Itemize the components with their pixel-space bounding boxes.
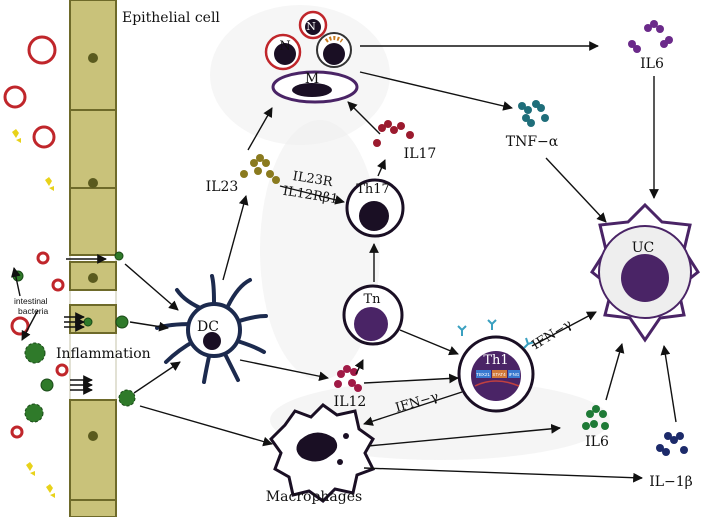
epithelial-nucleus: [88, 53, 98, 63]
il23-label: IL23: [206, 179, 239, 195]
il23-molecules: [240, 154, 280, 184]
uc-label: UC: [632, 240, 655, 256]
macrophage-cell: [269, 403, 376, 503]
tn-label: Tn: [363, 292, 381, 307]
m-label: M: [305, 71, 319, 87]
il17-molecules: [373, 120, 414, 147]
inflammation-label: Inflammation: [56, 346, 151, 362]
translocation-arrows: [11, 254, 107, 395]
epithelial-nucleus: [88, 431, 98, 441]
th17-cell: [345, 178, 405, 238]
th17-label: Th17: [356, 182, 390, 197]
epithelial-nucleus: [88, 273, 98, 283]
il17-label: IL17: [404, 146, 437, 162]
il1b-label: IL−1β: [649, 474, 693, 490]
epithelial-cell-label: Epithelial cell: [122, 10, 220, 26]
uc-cell: [590, 202, 700, 343]
il23r-label: IL23R: [292, 169, 335, 190]
il12-label: IL12: [334, 394, 367, 410]
il6-bottom-molecules: [582, 405, 609, 430]
th1-cell: [457, 319, 535, 413]
n-small-label: N: [306, 20, 316, 33]
neutrophil-cluster: [264, 10, 359, 104]
tnf-label: TNF−α: [506, 134, 559, 150]
pathway-arrows: [124, 41, 677, 483]
il1b-molecules: [656, 432, 688, 456]
dc-label: DC: [197, 319, 219, 335]
epithelial-nucleus: [88, 178, 98, 188]
background-halos: [210, 5, 610, 460]
bacteria-label: bacteria: [18, 306, 49, 316]
tn-cell: [342, 284, 404, 346]
dendritic-cell: [155, 274, 268, 384]
epithelial-column: [69, 0, 117, 517]
th1-gene-3: IFNG: [509, 372, 520, 377]
th1-label: Th1: [483, 353, 508, 368]
il6-top-molecules: [628, 20, 673, 53]
th1-gene-2: STAT4: [492, 372, 506, 377]
macrophages-label: Macrophages: [266, 489, 362, 505]
il6-top-label: IL6: [640, 56, 664, 72]
n-label: N: [279, 39, 290, 54]
intestinal-label: intestinal: [14, 296, 48, 306]
tnf-molecules: [518, 100, 549, 127]
il6-bottom-label: IL6: [585, 434, 609, 450]
th1-gene-1: TBX21: [476, 372, 490, 377]
lumen-particles: [3, 35, 69, 498]
